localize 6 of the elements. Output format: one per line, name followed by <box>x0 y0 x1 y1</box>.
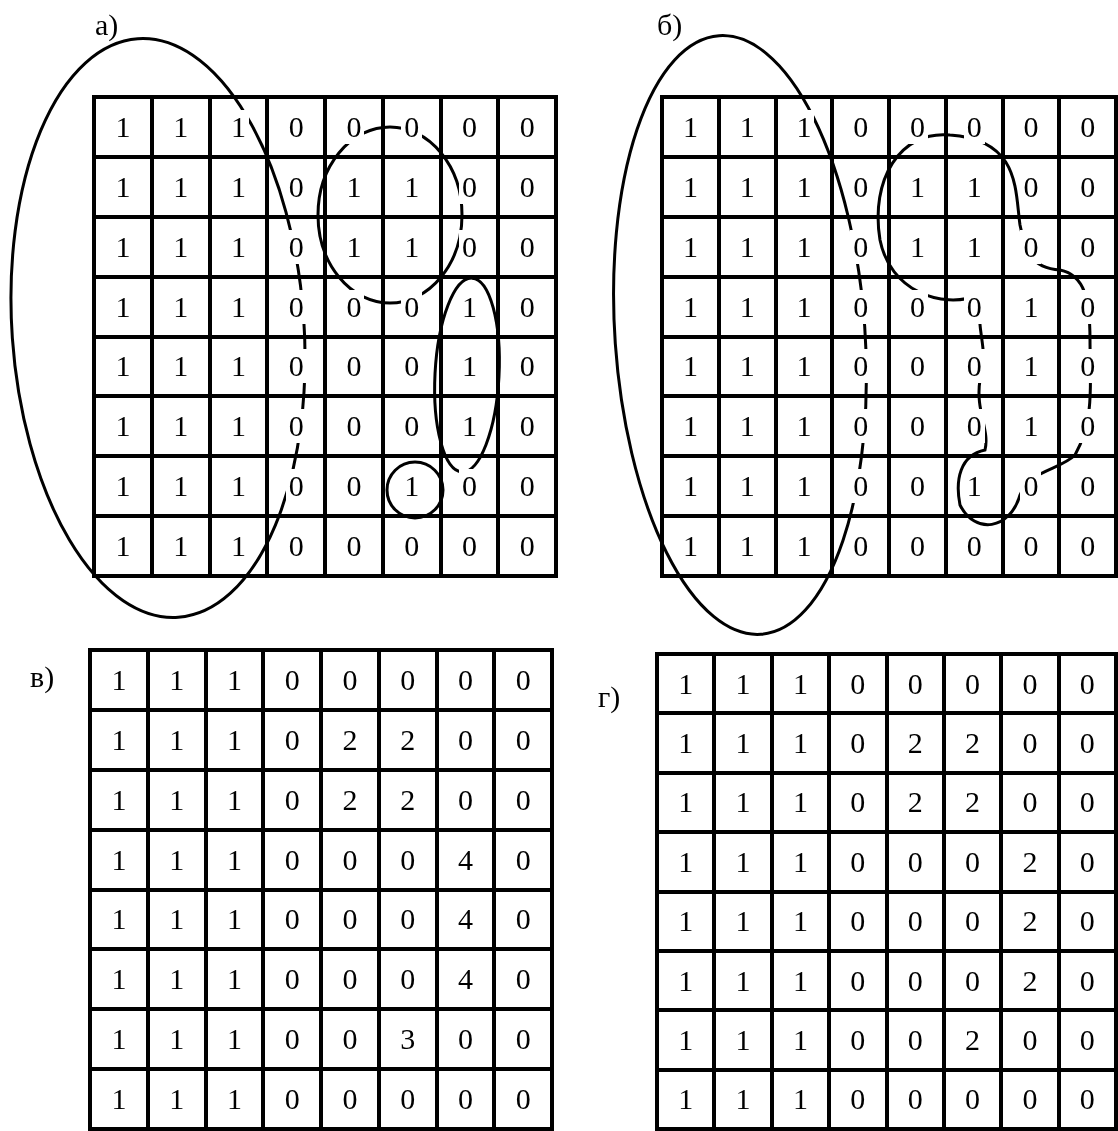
panel-label: г) <box>598 680 621 714</box>
panel-label: б) <box>657 8 683 42</box>
cell-number: 0 <box>963 289 985 324</box>
panel-label: в) <box>30 660 55 694</box>
panel-label: а) <box>95 8 119 42</box>
cell-number: 0 <box>1020 229 1042 264</box>
